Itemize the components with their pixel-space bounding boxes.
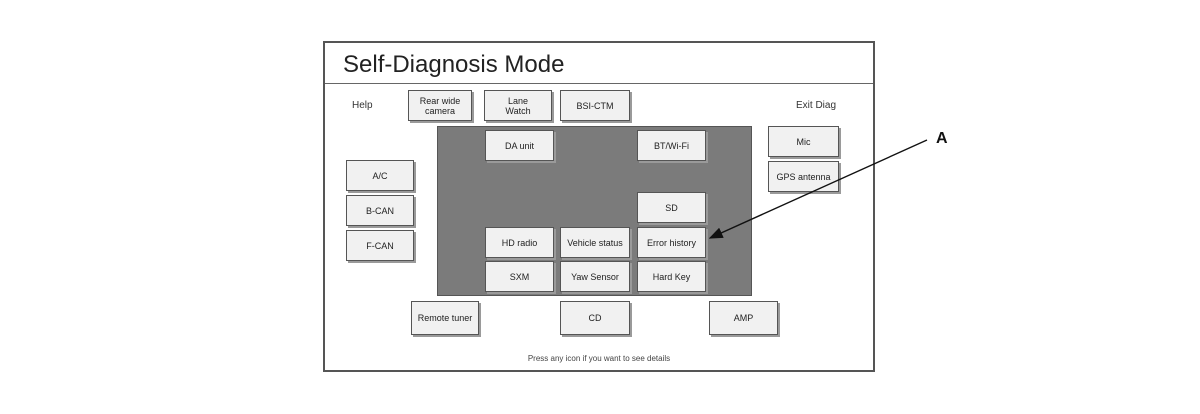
sxm-button[interactable]: SXM xyxy=(485,261,554,292)
callout-label: A xyxy=(936,130,948,147)
hd-radio-button[interactable]: HD radio xyxy=(485,227,554,258)
b-can-button[interactable]: B-CAN xyxy=(346,195,414,226)
sd-button[interactable]: SD xyxy=(637,192,706,223)
bsi-ctm-button[interactable]: BSI-CTM xyxy=(560,90,630,121)
bt-wifi-button[interactable]: BT/Wi-Fi xyxy=(637,130,706,161)
error-history-button[interactable]: Error history xyxy=(637,227,706,258)
hard-key-button[interactable]: Hard Key xyxy=(637,261,706,292)
title-divider xyxy=(325,83,873,84)
callout-arrow xyxy=(708,139,928,239)
f-can-button[interactable]: F-CAN xyxy=(346,230,414,261)
exit-diag-button[interactable]: Exit Diag xyxy=(796,100,837,111)
screen-title: Self-Diagnosis Mode xyxy=(343,51,565,78)
remote-tuner-button[interactable]: Remote tuner xyxy=(411,301,479,335)
diagnosis-screen: Self-Diagnosis Mode Help Exit Diag Rear … xyxy=(323,41,875,372)
gps-antenna-button[interactable]: GPS antenna xyxy=(768,161,839,192)
footer-hint: Press any icon if you want to see detail… xyxy=(527,354,671,363)
rear-wide-camera-button[interactable]: Rear wide camera xyxy=(408,90,472,121)
yaw-sensor-button[interactable]: Yaw Sensor xyxy=(560,261,630,292)
mic-button[interactable]: Mic xyxy=(768,126,839,157)
ac-button[interactable]: A/C xyxy=(346,160,414,191)
lane-watch-button[interactable]: Lane Watch xyxy=(484,90,552,121)
help-button[interactable]: Help xyxy=(352,100,373,111)
amp-button[interactable]: AMP xyxy=(709,301,778,335)
cd-button[interactable]: CD xyxy=(560,301,630,335)
vehicle-status-button[interactable]: Vehicle status xyxy=(560,227,630,258)
da-unit-button[interactable]: DA unit xyxy=(485,130,554,161)
